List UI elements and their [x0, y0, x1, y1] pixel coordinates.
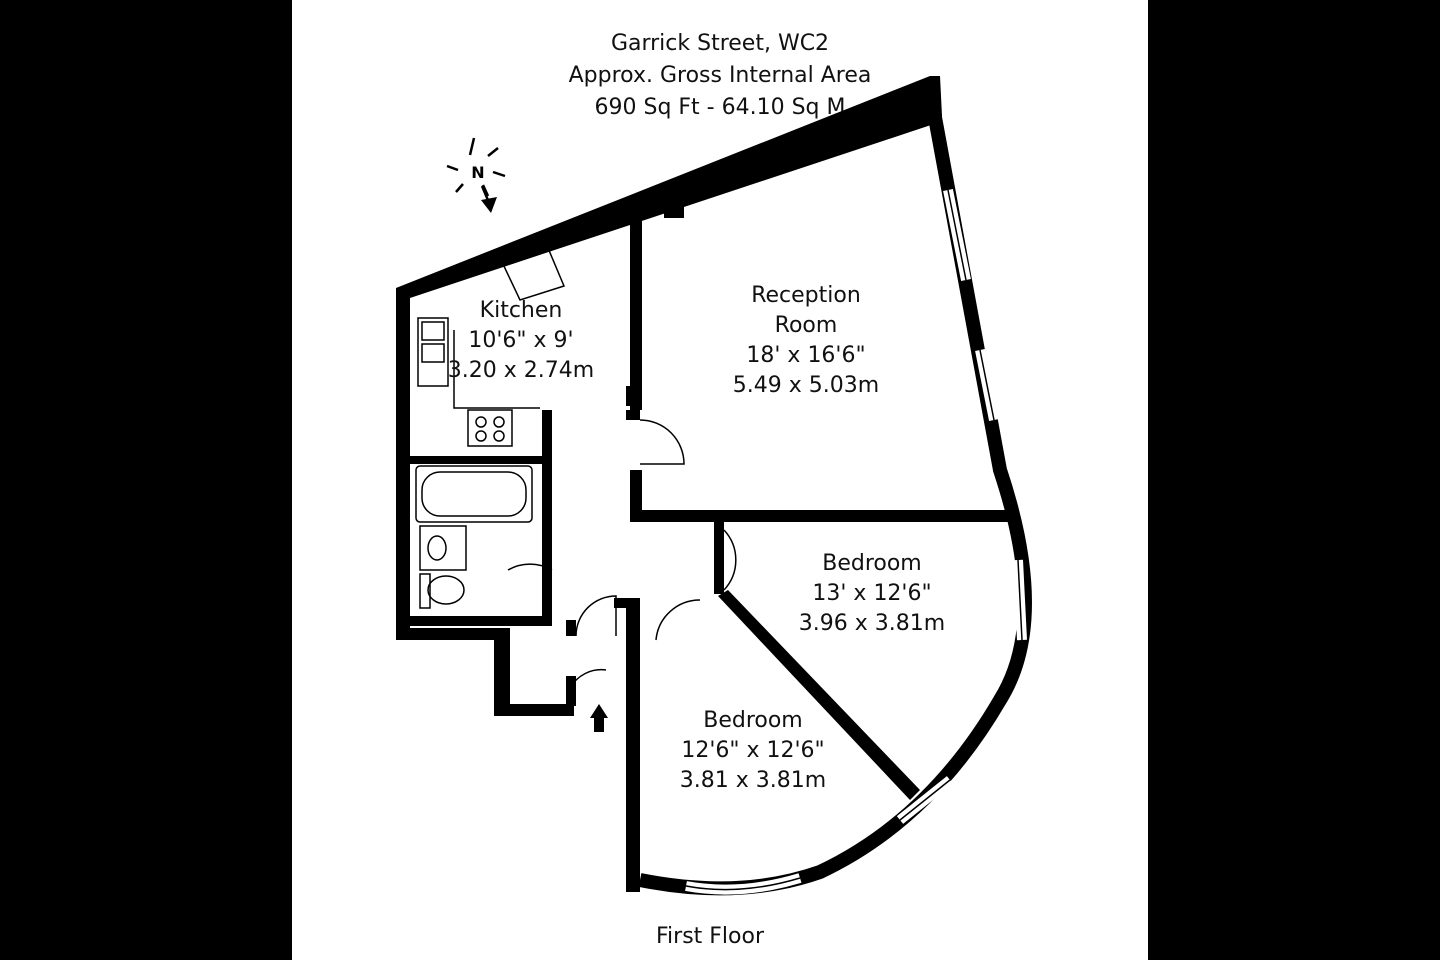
- reception-name-line2: Room: [774, 313, 838, 338]
- kitchen-name: Kitchen: [479, 298, 563, 323]
- reception-name: Reception: [751, 283, 861, 308]
- bedroom2-name: Bedroom: [703, 708, 803, 733]
- bedroom2-metric: 3.81 x 3.81m: [679, 768, 827, 793]
- kitchen-label: Kitchen 10'6" x 9' 3.20 x 2.74m: [416, 296, 626, 386]
- bedroom2-imperial: 12'6" x 12'6": [681, 738, 825, 763]
- reception-label: Reception Room 18' x 16'6" 5.49 x 5.03m: [676, 281, 936, 401]
- north-compass-icon: N: [446, 137, 506, 213]
- area-value: 690 Sq Ft - 64.10 Sq M: [594, 95, 846, 120]
- reception-metric: 5.49 x 5.03m: [732, 373, 880, 398]
- entrance-arrow-icon: [590, 704, 608, 732]
- area-heading: Approx. Gross Internal Area: [568, 63, 872, 88]
- reception-imperial: 18' x 16'6": [746, 343, 866, 368]
- address-title: Garrick Street, WC2: [610, 31, 830, 56]
- outer-walls: [396, 76, 942, 892]
- kitchen-imperial: 10'6" x 9': [468, 328, 574, 353]
- kitchen-metric: 3.20 x 2.74m: [447, 358, 595, 383]
- interior-walls: [404, 386, 1008, 800]
- kitchen-fittings: [417, 247, 566, 447]
- bedroom2-label: Bedroom 12'6" x 12'6" 3.81 x 3.81m: [638, 706, 868, 796]
- door-swings: [507, 419, 737, 689]
- bedroom1-metric: 3.96 x 3.81m: [798, 611, 946, 636]
- bathroom-fittings: [415, 465, 533, 609]
- floor-label: First Floor: [655, 924, 765, 949]
- compass-north-letter: N: [471, 163, 484, 182]
- curved-window-wall: [638, 110, 1032, 896]
- bedroom1-imperial: 13' x 12'6": [812, 581, 932, 606]
- floorplan-drawing: N: [396, 76, 1032, 896]
- bedroom1-label: Bedroom 13' x 12'6" 3.96 x 3.81m: [762, 549, 982, 639]
- bedroom1-name: Bedroom: [822, 551, 922, 576]
- floorplan-sheet: Garrick Street, WC2 Approx. Gross Intern…: [292, 0, 1148, 960]
